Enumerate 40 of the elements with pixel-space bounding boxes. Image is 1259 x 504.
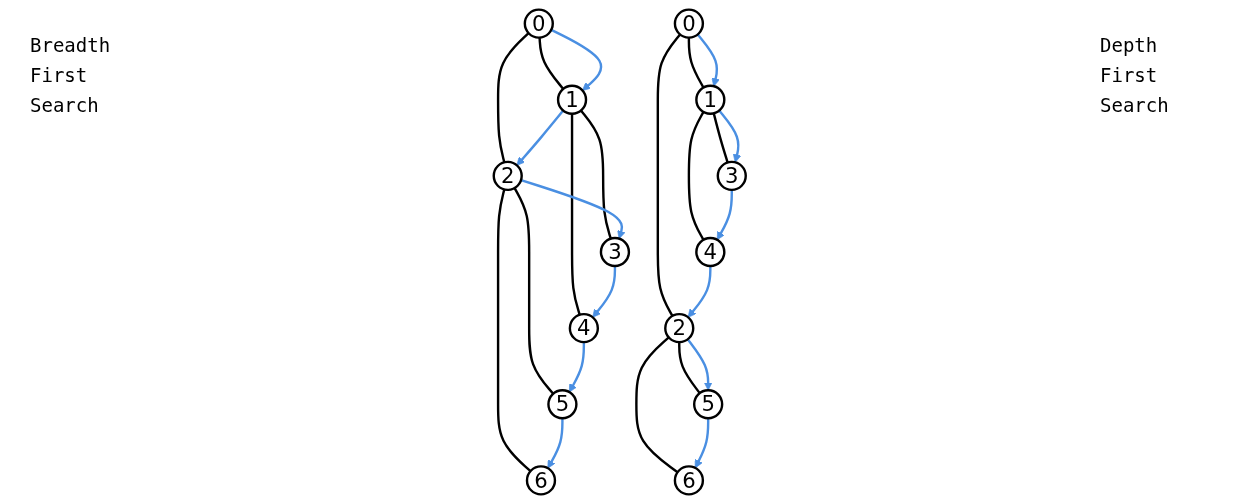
node-circle: 4	[568, 312, 600, 344]
arrow	[551, 28, 603, 91]
arrow	[520, 179, 626, 240]
connector	[538, 37, 565, 90]
connector	[687, 111, 705, 241]
arrow	[695, 418, 710, 469]
node-circle: 6	[526, 465, 557, 496]
node-circle: 2	[492, 160, 524, 192]
arrow	[717, 189, 734, 241]
diagram-label: Breadth First Search	[30, 33, 112, 118]
node-circle: 5	[693, 389, 724, 420]
connector	[513, 187, 555, 395]
connector	[497, 32, 530, 163]
connector	[635, 336, 679, 474]
node-circle: 5	[547, 389, 578, 420]
arrow	[516, 109, 565, 166]
diagram-label: Depth First Search	[1100, 33, 1170, 118]
node-circle: 6	[673, 465, 705, 496]
arrow	[687, 265, 712, 318]
node-circle: 0	[673, 8, 705, 39]
node-circle: 2	[664, 312, 695, 344]
arrow	[547, 418, 564, 469]
connector	[571, 113, 582, 316]
connector	[678, 342, 701, 394]
arrow	[592, 265, 617, 318]
arrow	[569, 342, 586, 393]
arrow	[697, 33, 721, 87]
connector	[497, 189, 532, 472]
arrow	[687, 338, 713, 391]
connector	[712, 113, 730, 163]
node-circle: 1	[557, 84, 588, 115]
node-circle: 0	[523, 8, 555, 39]
node-circle: 4	[695, 236, 726, 268]
arrow	[718, 109, 742, 163]
node-circle: 3	[600, 236, 631, 268]
connector	[580, 109, 613, 239]
node-circle: 1	[695, 84, 726, 115]
connector	[687, 37, 705, 89]
connector	[656, 33, 682, 317]
node-circle: 3	[716, 160, 748, 192]
